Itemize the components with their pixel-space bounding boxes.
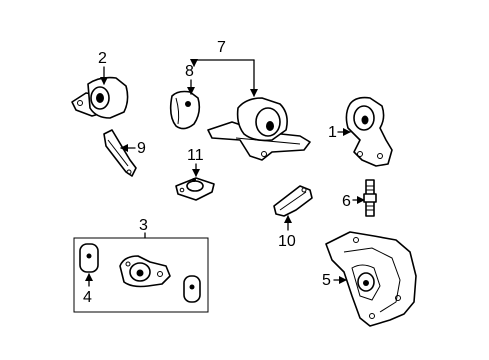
part-kit-mount xyxy=(119,255,171,288)
part-1-mount xyxy=(345,96,393,167)
part-4-insert-left xyxy=(79,243,99,273)
callout-3: 3 xyxy=(139,217,148,239)
callout-11: 11 xyxy=(187,147,204,177)
callout-9: 9 xyxy=(120,140,146,157)
callout-10: 10 xyxy=(278,215,296,250)
callout-7: 7 xyxy=(190,39,258,97)
callout-label-10: 10 xyxy=(278,233,296,250)
part-9-bracket xyxy=(103,129,137,177)
callout-2: 2 xyxy=(98,50,108,85)
part-8-mount xyxy=(169,90,201,130)
part-11-pad xyxy=(175,177,215,201)
callout-label-5: 5 xyxy=(322,272,331,289)
callout-label-4: 4 xyxy=(83,289,92,306)
callout-6: 6 xyxy=(342,193,365,210)
callout-8: 8 xyxy=(185,63,195,95)
part-7-mount-assembly xyxy=(207,97,311,161)
callout-label-9: 9 xyxy=(137,140,146,157)
callout-1: 1 xyxy=(328,124,351,141)
callout-label-2: 2 xyxy=(98,50,107,67)
callout-label-7: 7 xyxy=(217,39,226,56)
kit-frame xyxy=(73,237,209,313)
callout-label-8: 8 xyxy=(185,63,194,80)
callout-label-6: 6 xyxy=(342,193,351,210)
callout-label-1: 1 xyxy=(328,124,337,141)
part-6-stud xyxy=(363,179,377,217)
part-5-bracket xyxy=(325,231,417,327)
callout-4: 4 xyxy=(83,273,93,306)
part-4-insert-right xyxy=(183,275,201,303)
part-3-kit-box xyxy=(73,237,209,313)
callout-5: 5 xyxy=(322,272,347,289)
part-2-mount xyxy=(71,76,129,119)
callout-label-11: 11 xyxy=(187,147,204,164)
callout-label-3: 3 xyxy=(139,217,148,234)
part-10-bracket xyxy=(273,185,313,217)
